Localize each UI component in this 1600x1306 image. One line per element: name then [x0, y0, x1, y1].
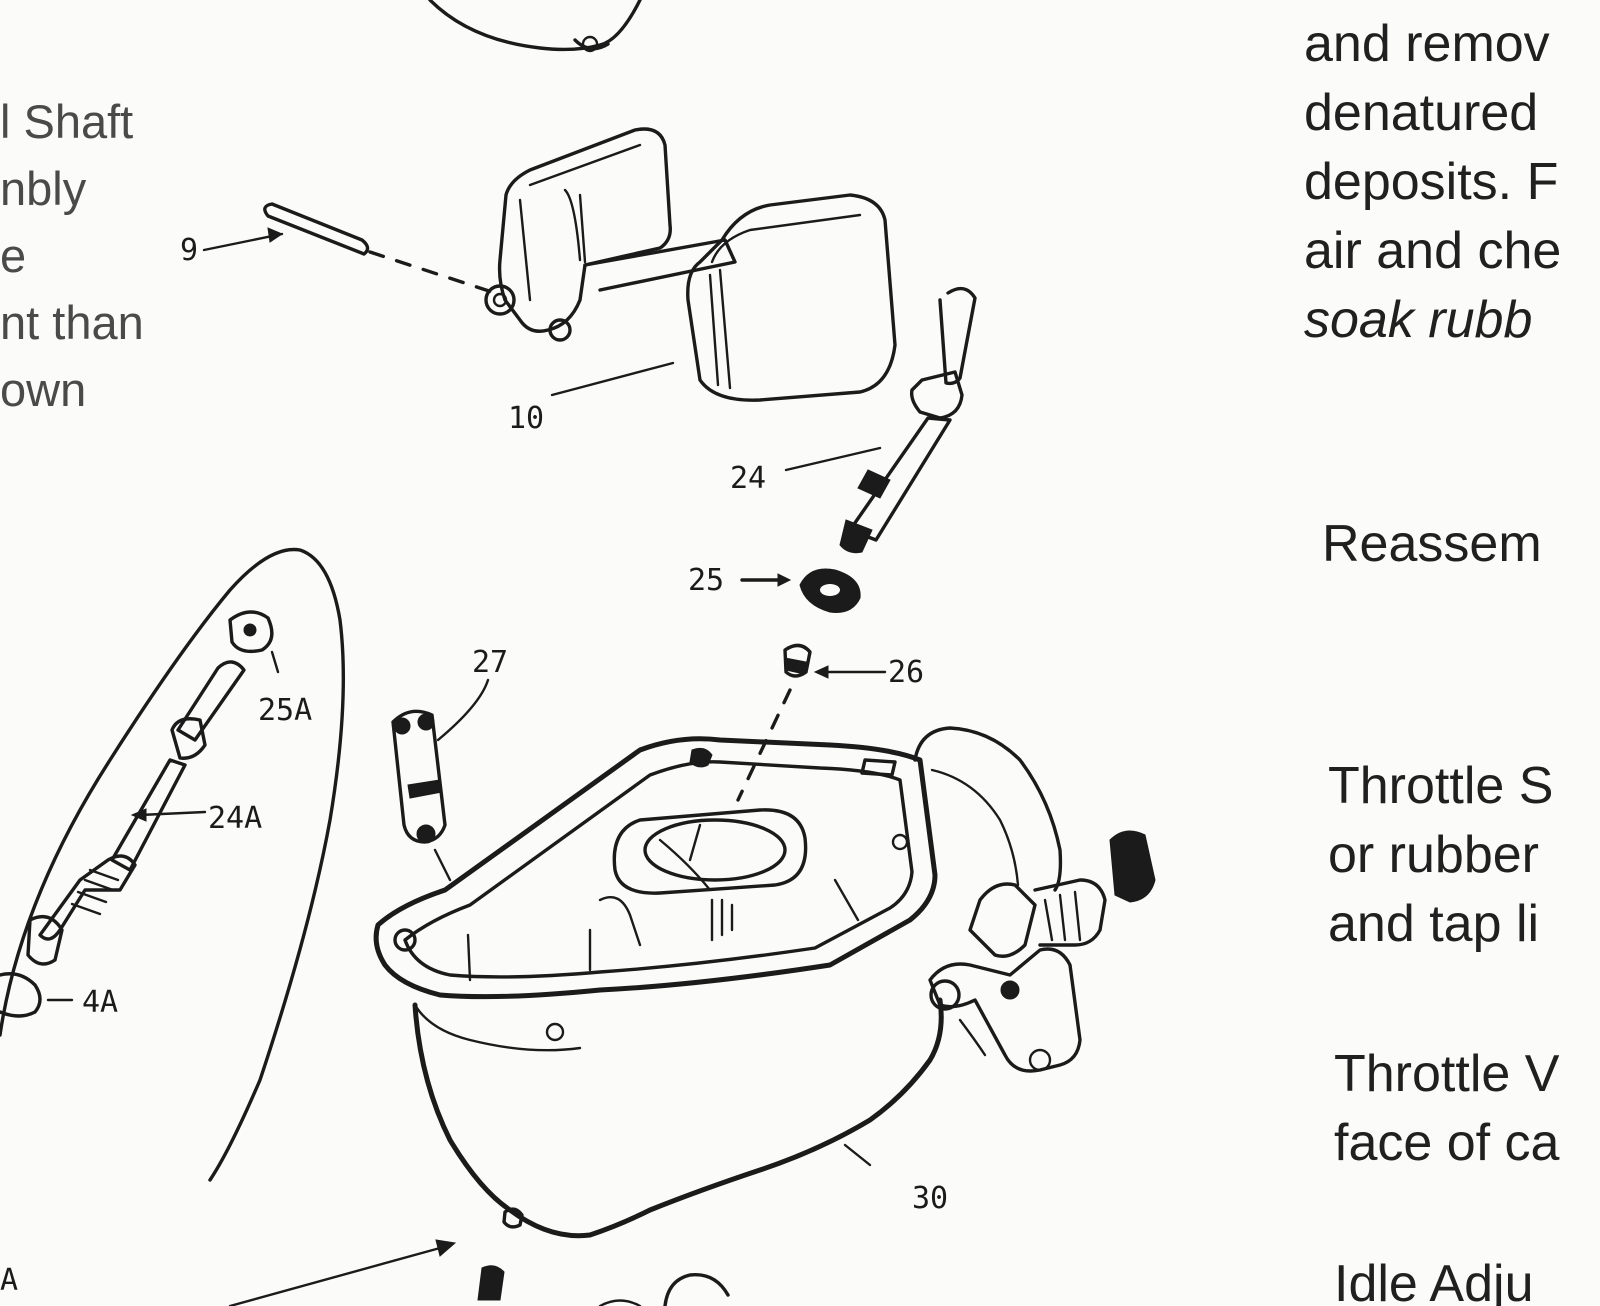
left-caption-line: own: [0, 363, 87, 416]
jet-26: [736, 643, 887, 802]
callout-25A: 25A: [258, 693, 312, 728]
paragraph-line-italic: soak rubb: [1304, 291, 1533, 349]
paragraph-line: Throttle S: [1328, 757, 1554, 815]
paragraph-line: deposits. F: [1304, 153, 1559, 211]
callout-30: 30: [912, 1181, 948, 1216]
callout-24: 24: [730, 461, 766, 496]
callout-24A: 24A: [208, 801, 262, 836]
left-caption-line: e: [0, 229, 27, 282]
left-caption-line: l Shaft: [0, 95, 134, 148]
heading-text: Reassem: [1322, 515, 1542, 573]
callout-26: 26: [888, 655, 924, 690]
pump-check-27: [391, 678, 490, 882]
throttle-valve-paragraph: Throttle V face of ca: [1334, 1040, 1600, 1178]
float-assembly-10: [484, 127, 897, 402]
paragraph-line: face of ca: [1334, 1114, 1560, 1172]
throttle-shaft-paragraph: Throttle S or rubber and tap li: [1328, 752, 1600, 959]
idle-adjust-paragraph: Idle Adju: [1334, 1250, 1600, 1306]
paragraph-line: or rubber: [1328, 826, 1539, 884]
needle-seat-24: [784, 286, 977, 554]
callout-27: 27: [472, 645, 508, 680]
left-caption: l Shaft nbly e nt than own: [0, 88, 200, 423]
throttle-lever-assembly: [913, 726, 1156, 1073]
left-caption-line: nt than: [0, 296, 144, 349]
bowl-body-30: [373, 736, 944, 1239]
callout-labels: 9 10 24 25 26 27 30 24A 25A 4A A: [0, 233, 948, 1298]
reassembly-heading: Reassem: [1322, 510, 1600, 579]
left-caption-line: nbly: [0, 162, 87, 215]
inset-pump-assembly: [0, 547, 346, 1182]
paragraph-line: air and che: [1304, 222, 1562, 280]
paragraph-line: denatured: [1304, 84, 1539, 142]
paragraph-line: and tap li: [1328, 895, 1540, 953]
bottom-details: [228, 1207, 730, 1306]
top-partial-part: [428, 0, 642, 53]
callout-9: 9: [180, 233, 198, 268]
callout-10: 10: [508, 401, 544, 436]
paragraph-line: and remov: [1304, 15, 1550, 73]
float-pin-9: [202, 202, 494, 294]
callout-25: 25: [688, 563, 724, 598]
gasket-25: [740, 568, 861, 613]
paragraph-line: Idle Adju: [1334, 1255, 1534, 1306]
callout-4A: 4A: [82, 985, 118, 1020]
callout-A: A: [0, 1263, 18, 1298]
paragraph-line: Throttle V: [1334, 1045, 1560, 1103]
cleaning-paragraph: and remov denatured deposits. F air and …: [1304, 10, 1600, 355]
